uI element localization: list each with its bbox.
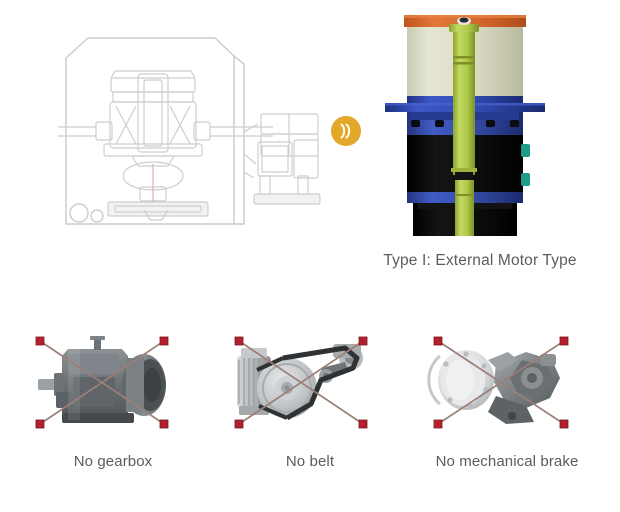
- eliminated-components-row: No gearbox: [0, 330, 620, 500]
- list-item-label: No mechanical brake: [435, 453, 579, 470]
- belt-drive-photo: [225, 330, 395, 435]
- list-item: No belt: [217, 330, 403, 470]
- gearbox-photo: [28, 330, 198, 435]
- motor-type-caption: Type I: External Motor Type: [383, 252, 577, 269]
- list-item: No mechanical brake: [414, 330, 600, 470]
- external-motor-assembly-render: [385, 8, 545, 243]
- list-item-label: No belt: [285, 453, 335, 470]
- double-chevron-right-icon: [331, 116, 361, 146]
- list-item-label: No gearbox: [73, 453, 153, 470]
- eliminated-components-list: No gearbox: [0, 330, 620, 470]
- list-item: No gearbox: [20, 330, 206, 470]
- mechanical-brake-photo: [422, 330, 592, 435]
- top-comparison-row: Type I: External Motor Type: [58, 8, 577, 269]
- conventional-machine-line-drawing: [58, 24, 328, 254]
